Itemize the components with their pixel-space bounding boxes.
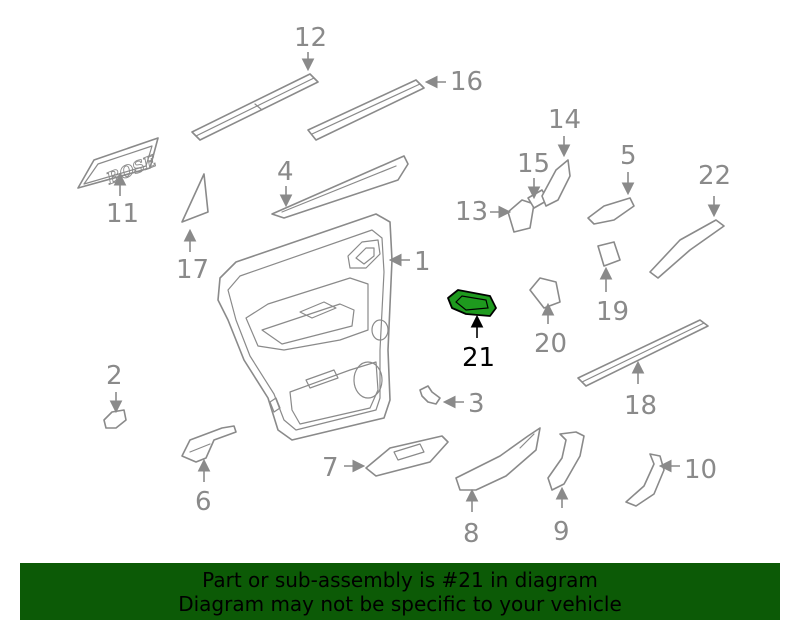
callout-17: 17	[176, 255, 209, 285]
part-21-highlighted	[447, 289, 497, 317]
part-19-switch	[597, 241, 621, 267]
callout-7: 7	[322, 453, 339, 483]
part-3-screw	[419, 385, 441, 405]
callout-16: 16	[450, 67, 483, 97]
callout-19: 19	[596, 297, 629, 327]
part-10-curved-trim	[625, 453, 665, 507]
part-4-window-trim	[271, 155, 409, 219]
part-14-cover	[541, 159, 571, 207]
parts-diagram: BOSE	[77, 23, 731, 549]
leader-arrows	[109, 52, 721, 512]
callout-5: 5	[620, 141, 637, 171]
part-7-armrest-panel	[365, 435, 449, 477]
callout-13: 13	[455, 197, 488, 227]
banner-line-2: Diagram may not be specific to your vehi…	[178, 592, 622, 616]
callout-4: 4	[277, 157, 294, 187]
part-22-trim-strip	[649, 219, 725, 279]
info-banner: Part or sub-assembly is #21 in diagram D…	[20, 563, 780, 620]
callout-11: 11	[106, 199, 139, 229]
part-8-lower-trim	[455, 427, 541, 491]
part-18-sill-strip	[577, 319, 709, 387]
callout-3: 3	[468, 389, 485, 419]
part-12-belt-molding	[191, 73, 319, 141]
callout-2: 2	[106, 361, 123, 391]
callout-6: 6	[195, 487, 212, 517]
part-6-bracket	[181, 425, 237, 463]
callout-12: 12	[294, 23, 327, 53]
callout-18: 18	[624, 391, 657, 421]
part-5-handle-bezel	[587, 197, 635, 225]
part-20-bracket	[529, 277, 561, 309]
part-13-bracket	[507, 199, 535, 233]
callout-20: 20	[534, 329, 567, 359]
callout-8: 8	[463, 519, 480, 549]
part-1-door-panel	[217, 213, 393, 441]
part-11-bose-badge: BOSE	[77, 137, 160, 189]
callout-1: 1	[414, 247, 431, 277]
part-9-handle	[547, 431, 585, 491]
callout-10: 10	[684, 455, 717, 485]
callout-21: 21	[462, 343, 495, 373]
callout-15: 15	[517, 149, 550, 179]
part-2-clip	[103, 409, 127, 429]
part-17-triangle-trim	[181, 173, 209, 223]
callout-labels: 12 16 11 17 4 1 2 3 6 7 8 9 10 13 15 14 …	[106, 23, 731, 549]
callout-9: 9	[553, 517, 570, 547]
callout-22: 22	[698, 161, 731, 191]
banner-line-1: Part or sub-assembly is #21 in diagram	[202, 568, 598, 592]
callout-14: 14	[548, 105, 581, 135]
part-16-weatherstrip	[307, 79, 425, 141]
